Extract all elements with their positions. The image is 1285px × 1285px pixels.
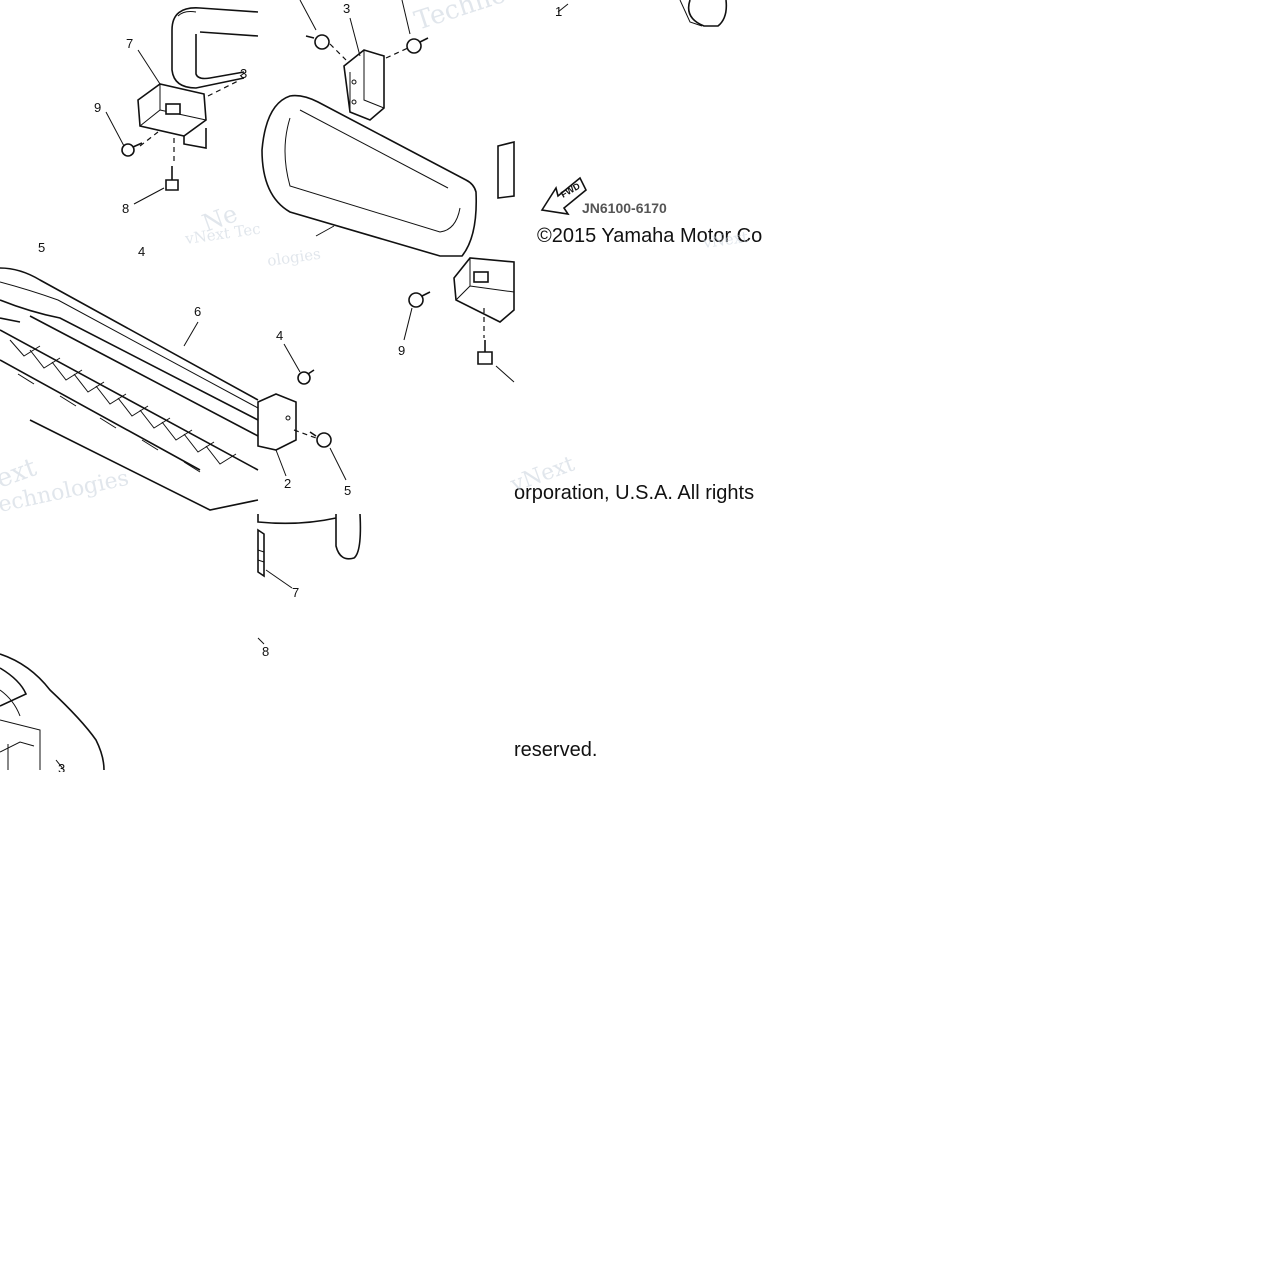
callout-3-bottom: 3	[58, 761, 65, 776]
grab-handle	[171, 7, 259, 89]
bolt-9-right	[408, 291, 431, 308]
part-code: JN6100-6170	[582, 200, 667, 216]
bolt-8-right	[477, 340, 493, 365]
callout-9-right: 9	[398, 343, 405, 358]
copyright-line-1: ©2015 Yamaha Motor Co	[537, 225, 762, 247]
bracket-edge	[497, 140, 515, 199]
middle-left-panel: 6 4 2 5 ext echnologies	[0, 267, 351, 518]
fwd-arrow-icon: FWD	[540, 176, 588, 216]
bolt-4-mid	[297, 369, 315, 385]
middle-right-panel: 9 orporation, U.S.A. All rights vNext	[398, 257, 754, 504]
callout-7-top: 7	[126, 36, 133, 51]
bottom-middle-panel: 7 8	[257, 513, 362, 659]
callout-5-mid: 5	[344, 483, 351, 498]
top-left-panel: 7 3 9 8 5 4 vNext Tec Ne	[38, 7, 262, 259]
bumper-bar	[0, 267, 259, 437]
watermark-2: Techno	[411, 0, 510, 37]
blank-area-right	[772, 0, 1285, 772]
top-right-panel: 1 FWD JN6100-6170 ©2015 Yamaha Motor Co …	[497, 0, 762, 252]
callout-2: 2	[284, 476, 291, 491]
bolt-5-mid	[309, 431, 332, 448]
callout-4-top: 4	[138, 244, 145, 259]
callout-3-handle: 3	[240, 66, 247, 81]
top-middle-panel: 3 Techno ologies	[261, 0, 510, 270]
handle-lower	[257, 514, 337, 525]
blank-area-bottom	[0, 772, 1285, 1285]
bracket-9-right	[453, 257, 515, 323]
rear-pad	[687, 0, 728, 27]
callout-8-top: 8	[122, 201, 129, 216]
bolt-9-top	[121, 142, 143, 157]
callout-7-bottom: 7	[292, 585, 299, 600]
callout-1: 1	[555, 4, 562, 19]
seat-pad	[261, 94, 478, 257]
bracket-7-bottom	[257, 528, 265, 578]
callout-6: 6	[194, 304, 201, 319]
bracket-2	[257, 393, 297, 451]
copyright-line-2: orporation, U.S.A. All rights	[514, 482, 754, 504]
callout-3-top: 3	[343, 1, 350, 16]
bracket-3-top	[343, 49, 385, 121]
bottom-left-panel: 3	[0, 653, 105, 776]
callout-4-mid: 4	[276, 328, 283, 343]
bolt-top-right	[406, 37, 429, 54]
bolt-top-left	[305, 34, 330, 50]
callout-9-top: 9	[94, 100, 101, 115]
bolt-8-top	[165, 166, 179, 191]
copyright-line-3: reserved.	[514, 739, 597, 761]
callout-8-bottom: 8	[262, 644, 269, 659]
frame-corner	[0, 653, 105, 771]
bumper-ribs	[9, 339, 237, 473]
callout-5-top: 5	[38, 240, 45, 255]
watermark-7: ologies	[266, 245, 322, 270]
bracket-7-top	[137, 83, 207, 149]
